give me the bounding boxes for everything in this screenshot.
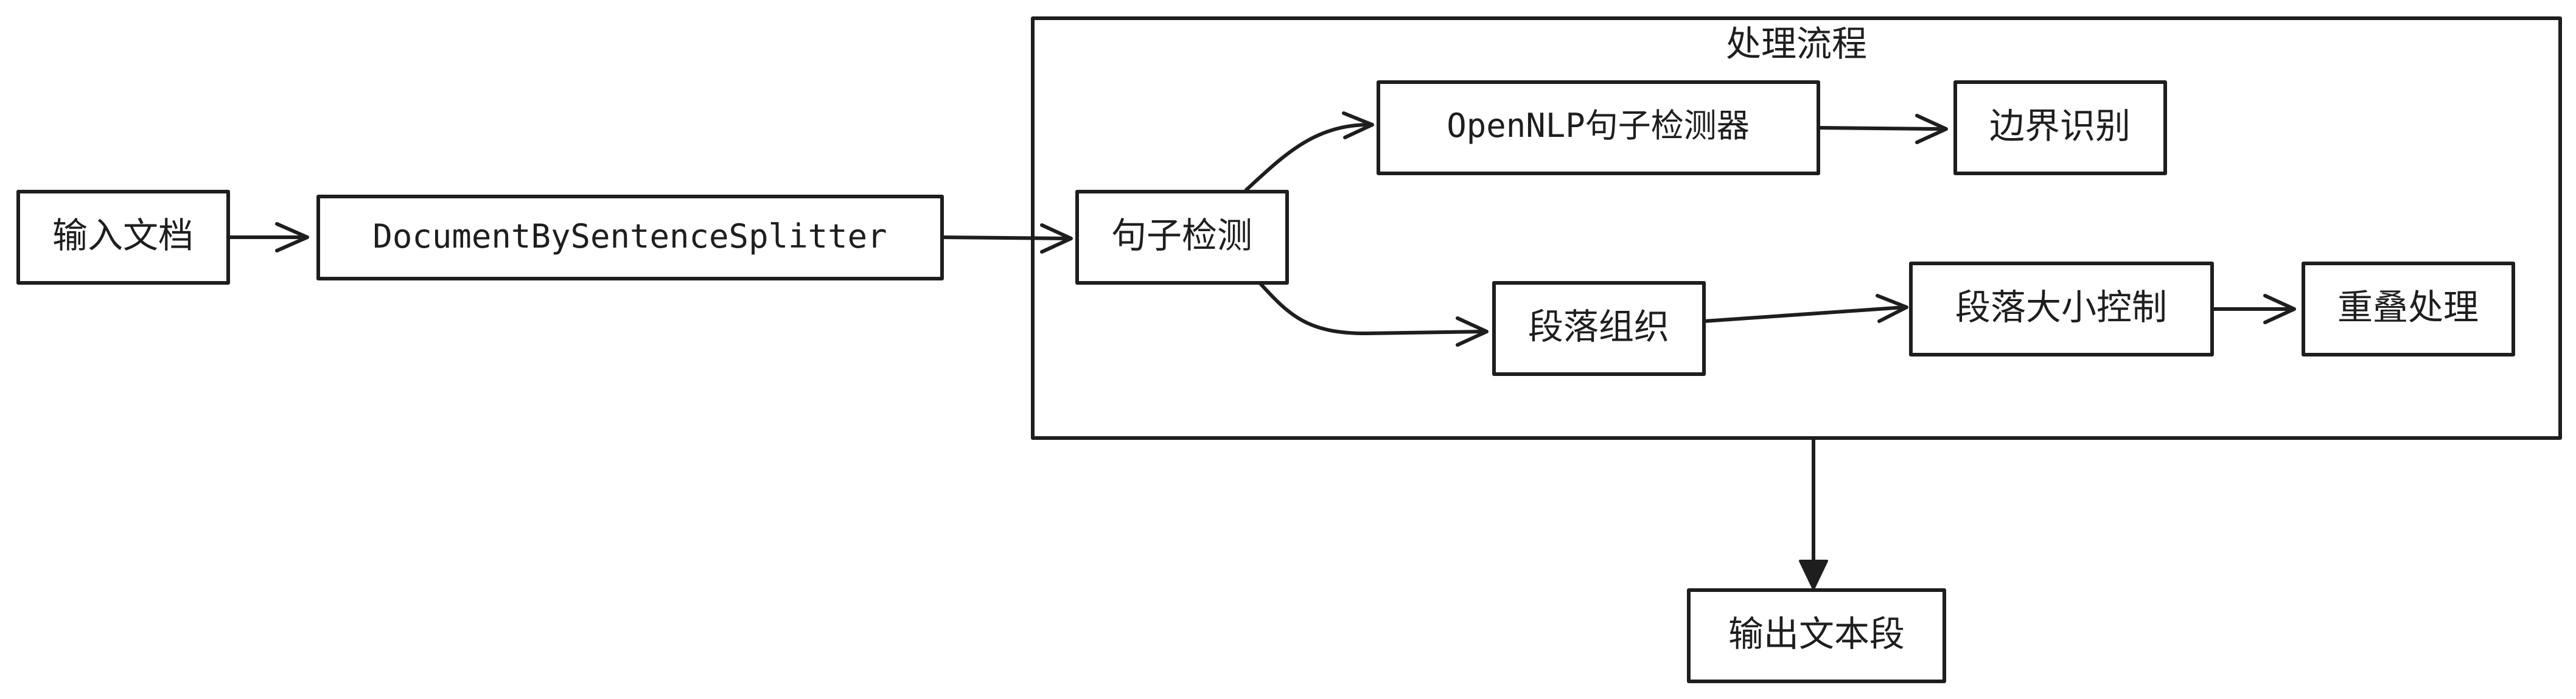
arrowhead-input-to-splitter	[275, 222, 309, 252]
arrowhead-sentence-detect-to-paragraph-org	[1456, 316, 1489, 347]
processing-group-border	[1031, 16, 2562, 440]
node-sentence-detection: 句子检测	[1075, 190, 1289, 285]
node-document-splitter-label: DocumentBySentenceSplitter	[372, 217, 887, 256]
node-paragraph-size-control: 段落大小控制	[1909, 262, 2214, 356]
nodes: 输入文档 DocumentBySentenceSplitter 句子检测 Ope…	[16, 80, 2515, 683]
processing-group: 处理流程	[1031, 16, 2562, 440]
arrowhead-splitter-to-sentence-detect	[1040, 223, 1073, 254]
node-paragraph-organization: 段落组织	[1492, 281, 1706, 376]
node-paragraph-size-control-label: 段落大小控制	[1955, 287, 2167, 328]
node-boundary-recognition-label: 边界识别	[1989, 105, 2131, 147]
arrowhead-paragraph-size-to-overlap	[2263, 294, 2296, 324]
arrowhead-sentence-detect-to-opennlp	[1342, 111, 1374, 139]
node-output-segments: 输出文本段	[1687, 588, 1946, 683]
edges	[226, 111, 2296, 590]
edge-sentence-detect-to-paragraph-org	[1258, 281, 1487, 335]
node-output-segments-label: 输出文本段	[1728, 613, 1905, 655]
edge-paragraph-org-to-paragraph-size	[1702, 305, 1907, 323]
node-input-document-label: 输入文档	[52, 215, 194, 256]
node-boundary-recognition: 边界识别	[1953, 80, 2167, 175]
edge-splitter-to-sentence-detect	[940, 235, 1070, 240]
arrowhead-group-to-output	[1799, 560, 1828, 590]
arrowhead-paragraph-org-to-paragraph-size	[1876, 294, 1908, 323]
node-paragraph-organization-label: 段落组织	[1528, 306, 1669, 347]
node-sentence-detection-label: 句子检测	[1111, 215, 1252, 256]
node-opennlp-detector: OpenNLP句子检测器	[1377, 80, 1820, 175]
node-document-splitter: DocumentBySentenceSplitter	[316, 195, 944, 280]
edge-opennlp-to-boundary	[1817, 126, 1946, 131]
arrowhead-opennlp-to-boundary	[1915, 114, 1948, 144]
node-input-document: 输入文档	[16, 190, 230, 285]
node-overlap-handling: 重叠处理	[2302, 262, 2515, 356]
edge-sentence-detect-to-opennlp	[1244, 123, 1371, 192]
processing-group-title: 处理流程	[1726, 23, 1867, 64]
node-opennlp-detector-label: OpenNLP句子检测器	[1447, 106, 1750, 145]
node-overlap-handling-label: 重叠处理	[2337, 287, 2479, 328]
